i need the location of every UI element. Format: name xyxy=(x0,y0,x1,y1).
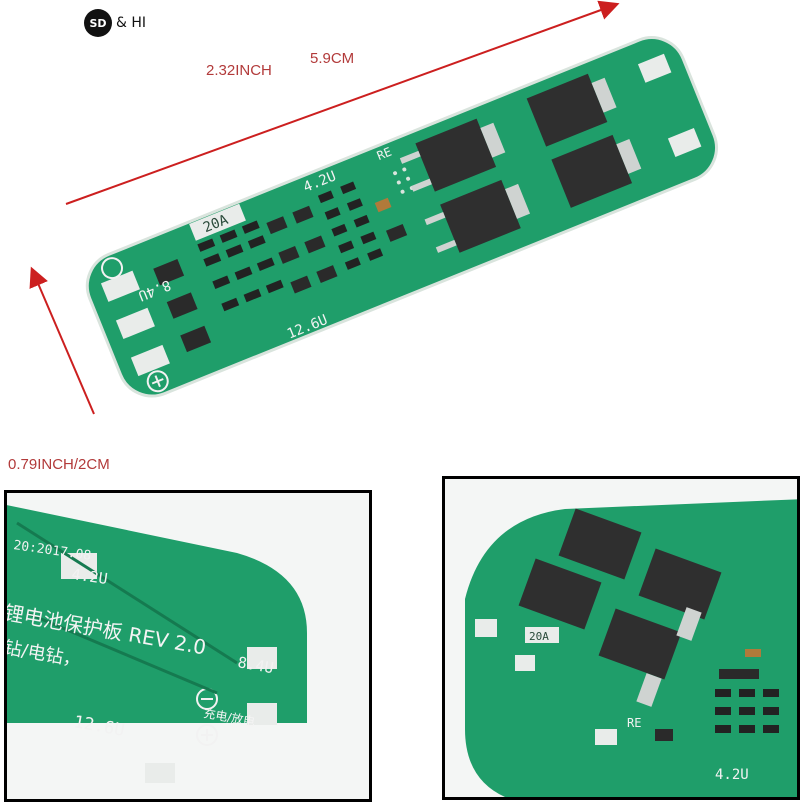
detail-right-v1: 4.2U xyxy=(715,767,749,783)
pcb-board: 20A 4.2U 8.4U 12.6U RE xyxy=(85,36,718,398)
detail-right-mark: RE xyxy=(627,716,641,730)
brand-logo: SD & HI xyxy=(84,8,174,38)
detail-frame-right: 20A RE 4.2U xyxy=(442,476,800,800)
detail-left-board: 20:2017.08 4.2U 锂电池保护板 REV 2.0 钻/电钻， 8.4… xyxy=(7,505,307,799)
detail-left-v2: 8.4U xyxy=(236,653,275,677)
detail-left-v1: 4.2U xyxy=(70,565,108,588)
detail-frame-left: 20:2017.08 4.2U 锂电池保护板 REV 2.0 钻/电钻， 8.4… xyxy=(4,490,372,802)
detail-right-current: 20A xyxy=(529,630,549,643)
detail-right-board: 20A RE 4.2U xyxy=(465,499,797,797)
length-cm-label: 5.9CM xyxy=(310,50,355,67)
width-label: 0.79INCH/2CM xyxy=(8,456,110,473)
logo-text: & HI xyxy=(116,15,147,31)
length-arrow xyxy=(65,0,620,205)
board-mark-label: RE xyxy=(375,145,394,163)
length-inch-label: 2.32INCH xyxy=(206,62,272,79)
logo-badge: SD xyxy=(84,9,112,37)
width-arrow xyxy=(29,266,95,415)
